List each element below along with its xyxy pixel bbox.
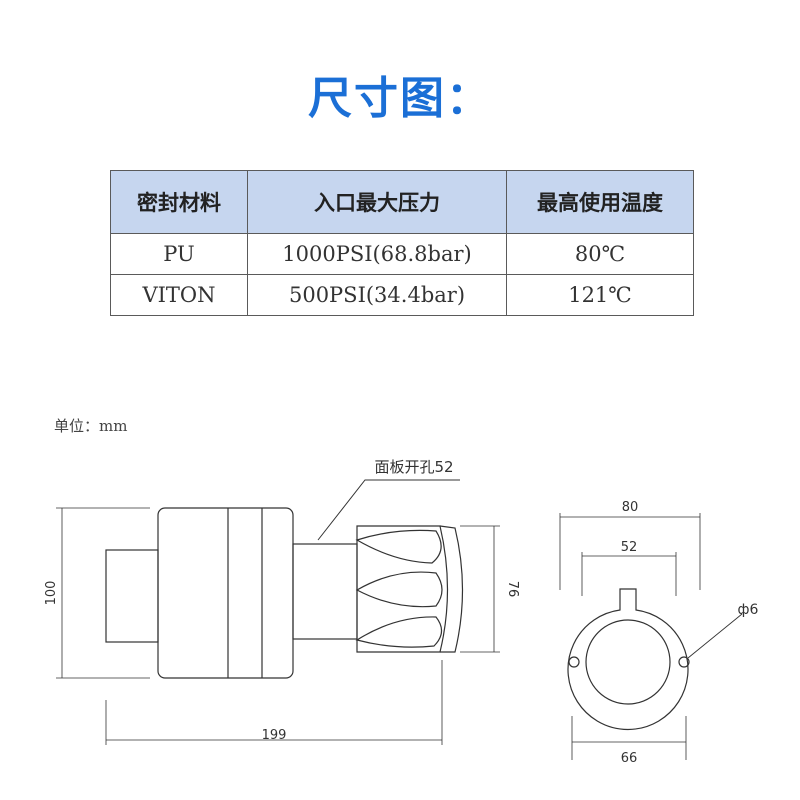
dim-inner-label: 52 (621, 540, 638, 555)
dim-hole-label: ф6 (738, 602, 759, 618)
cell-material: PU (110, 233, 248, 275)
cell-material: VITON (110, 274, 248, 316)
cell-temperature: 121℃ (506, 274, 694, 316)
table-header-row: 密封材料 入口最大压力 最高使用温度 (110, 170, 694, 234)
header-seal-material: 密封材料 (110, 170, 248, 234)
dim-bottom-label: 66 (621, 751, 638, 766)
ring-front-view (567, 588, 690, 731)
dim-nut-label: 76 (505, 581, 520, 598)
unit-label: 单位：mm (54, 417, 128, 435)
connector-side-view (105, 507, 464, 679)
header-max-inlet-pressure: 入口最大压力 (247, 170, 507, 234)
header-max-temperature: 最高使用温度 (506, 170, 694, 234)
dim-outer-label: 80 (622, 500, 639, 515)
dim-length-label: 199 (262, 728, 287, 743)
spec-table: 密封材料 入口最大压力 最高使用温度 PU 1000PSI(68.8bar) 8… (110, 170, 694, 316)
page-title: 尺寸图： (308, 73, 492, 124)
cell-pressure: 500PSI(34.4bar) (247, 274, 507, 316)
cell-pressure: 1000PSI(68.8bar) (247, 233, 507, 275)
panel-hole-label: 面板开孔52 (374, 458, 453, 476)
table-row: VITON 500PSI(34.4bar) 121℃ (110, 274, 694, 316)
dim-height-label: 100 (44, 581, 59, 606)
table-row: PU 1000PSI(68.8bar) 80℃ (110, 233, 694, 275)
